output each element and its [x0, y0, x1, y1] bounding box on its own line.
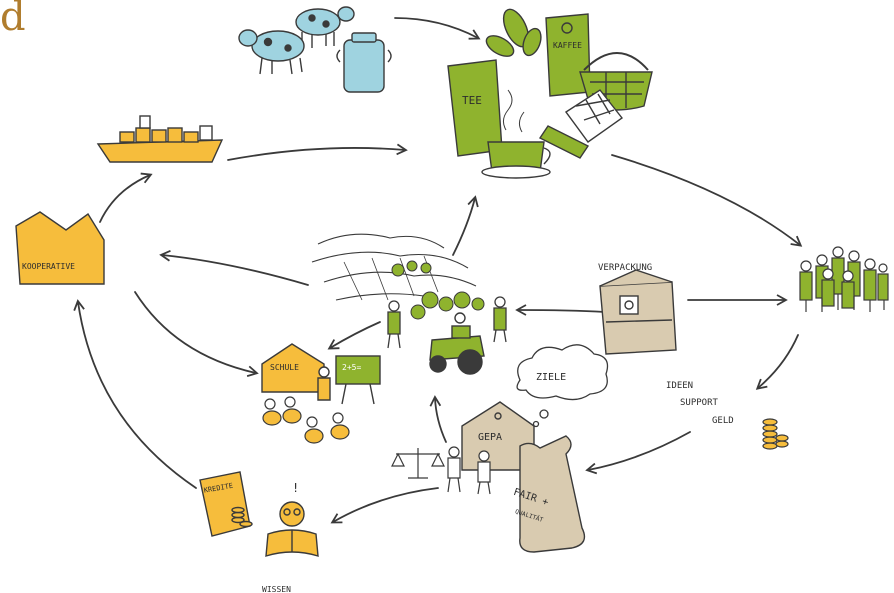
kooperative-label: KOOPERATIVE	[22, 262, 75, 271]
gepa-label: GEPA	[478, 432, 502, 443]
support-label: SUPPORT	[680, 398, 719, 408]
tea-bag: TEE	[447, 59, 503, 157]
arrow-gepa-to-wissen	[330, 487, 439, 524]
chocolate-bar	[538, 89, 624, 159]
coffee-bag-label: KAFFEE	[553, 41, 582, 50]
fair-quality-scroll: FAIR + QUALITÄT	[512, 435, 586, 553]
gepa-people	[447, 446, 491, 495]
farm-hills	[311, 233, 477, 301]
arrow-cows-to-products	[394, 17, 481, 40]
arrow-farm-to-schule	[327, 321, 381, 350]
farmers	[387, 296, 507, 349]
arrow-farm-to-kooperative	[159, 250, 309, 286]
arrow-farm-to-products	[452, 195, 479, 256]
coffee-cup	[481, 89, 551, 179]
corner-letter: d	[0, 0, 26, 40]
ideen-support-geld: IDEEN SUPPORT GELD	[666, 381, 789, 450]
arrow-kooperative-to-schule	[134, 291, 259, 378]
cow-back	[295, 6, 355, 48]
fair-trade-products: KAFFEE TEE	[447, 8, 653, 179]
ziele-thought-cloud: ZIELE	[516, 344, 609, 428]
verpackung-label: VERPACKUNG	[598, 263, 652, 273]
coin-stack	[762, 418, 789, 450]
schule-building: SCHULE 2+5=	[261, 343, 381, 405]
ziele-label: ZIELE	[536, 372, 566, 383]
arrow-gepa-to-farm	[429, 395, 447, 443]
kredite-card: KREDITE	[199, 471, 253, 537]
milk-can	[336, 32, 392, 93]
geld-label: GELD	[712, 416, 734, 426]
farm-bushes	[391, 260, 485, 320]
arrow-support-to-gepa	[585, 431, 691, 475]
tea-bag-label: TEE	[462, 94, 482, 107]
cargo-ship	[96, 115, 224, 163]
students	[262, 396, 350, 444]
arrow-products-to-people	[611, 154, 803, 247]
arrow-people-to-ideen	[755, 334, 799, 390]
exclamation-mark: !	[292, 481, 299, 495]
tea-leaves	[485, 8, 542, 57]
ideen-label: IDEEN	[666, 381, 693, 391]
arrows	[73, 17, 803, 524]
reading-person: ! WISSEN	[262, 481, 319, 593]
verpackung-packaging: VERPACKUNG	[598, 263, 677, 355]
arrow-kooperative-to-ship	[99, 172, 153, 223]
tractor	[429, 312, 485, 375]
cow-front	[238, 29, 305, 75]
kooperative-building: KOOPERATIVE	[15, 211, 105, 285]
arrow-ship-to-products	[227, 143, 408, 161]
consumers-group	[799, 246, 889, 312]
schule-label: SCHULE	[270, 363, 299, 372]
wissen-label: WISSEN	[262, 585, 291, 593]
arrow-kredite-to-kooperative	[73, 299, 197, 489]
arrow-packaging-to-farm	[515, 304, 606, 316]
kredite-coins	[231, 506, 253, 528]
cows-and-milk-can	[238, 6, 392, 93]
balance-scale-icon	[391, 448, 445, 479]
chalkboard-text: 2+5=	[342, 363, 361, 372]
